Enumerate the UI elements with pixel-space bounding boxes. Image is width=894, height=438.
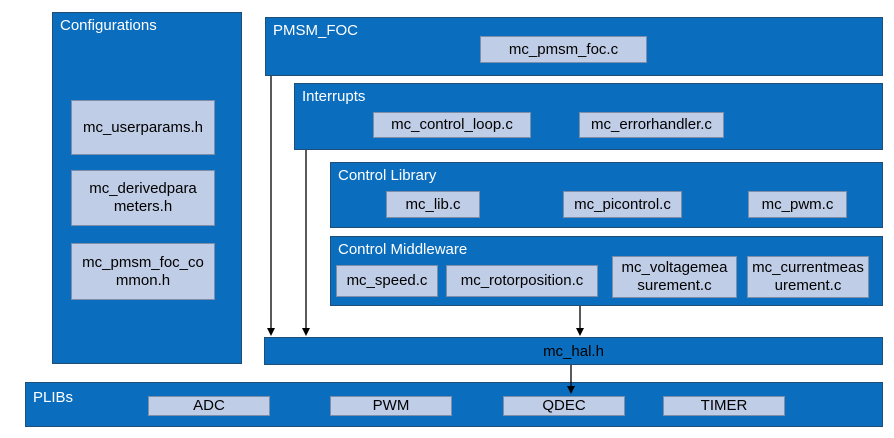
- file-label: mc_lib.c: [405, 195, 461, 213]
- plib-label: PWM: [372, 397, 410, 414]
- file-label: mc_currentmeasurement.c: [752, 259, 864, 294]
- file-mc-pmsm-foc-common[interactable]: mc_pmsm_foc_common.h: [71, 243, 215, 300]
- configurations-title: Configurations: [60, 17, 157, 34]
- file-mc-voltagemeasurement[interactable]: mc_voltagemeasurement.c: [612, 256, 737, 298]
- plib-timer[interactable]: TIMER: [663, 396, 785, 416]
- file-mc-userparams[interactable]: mc_userparams.h: [71, 100, 215, 155]
- plib-qdec[interactable]: QDEC: [503, 396, 625, 416]
- pmsm-foc-title: PMSM_FOC: [273, 22, 359, 39]
- file-label: mc_pmsm_foc.c: [508, 40, 619, 58]
- file-mc-errorhandler[interactable]: mc_errorhandler.c: [579, 112, 724, 138]
- plib-adc[interactable]: ADC: [148, 396, 270, 416]
- plib-label: QDEC: [542, 397, 586, 414]
- file-label: mc_control_loop.c: [391, 116, 513, 133]
- file-mc-control-loop[interactable]: mc_control_loop.c: [373, 112, 531, 138]
- file-label: mc_pwm.c: [761, 195, 834, 213]
- control-library-title: Control Library: [338, 167, 437, 184]
- file-label: mc_userparams.h: [82, 118, 204, 136]
- file-label: mc_pmsm_foc_common.h: [82, 253, 204, 289]
- plib-label: TIMER: [700, 397, 748, 414]
- file-mc-speed[interactable]: mc_speed.c: [336, 265, 438, 297]
- plib-pwm[interactable]: PWM: [330, 396, 452, 416]
- file-label: mc_speed.c: [346, 272, 428, 289]
- mc-hal-bar[interactable]: mc_hal.h: [264, 337, 883, 365]
- file-mc-pmsm-foc[interactable]: mc_pmsm_foc.c: [480, 36, 647, 63]
- file-mc-currentmeasurement[interactable]: mc_currentmeasurement.c: [747, 256, 869, 298]
- file-mc-picontrol[interactable]: mc_picontrol.c: [563, 191, 682, 218]
- file-mc-rotorposition[interactable]: mc_rotorposition.c: [446, 265, 598, 297]
- file-label: mc_picontrol.c: [574, 195, 671, 213]
- file-mc-lib[interactable]: mc_lib.c: [386, 191, 480, 218]
- file-label: mc_rotorposition.c: [460, 272, 584, 289]
- file-label: mc_voltagemeasurement.c: [621, 259, 728, 294]
- control-middleware-title: Control Middleware: [338, 241, 468, 258]
- file-label: mc_errorhandler.c: [591, 116, 712, 133]
- file-mc-pwm[interactable]: mc_pwm.c: [748, 191, 847, 218]
- mc-hal-label: mc_hal.h: [543, 342, 604, 360]
- plibs-title: PLIBs: [33, 389, 74, 406]
- file-label: mc_derivedparameters.h: [89, 180, 197, 215]
- interrupts-title: Interrupts: [302, 88, 366, 105]
- plib-label: ADC: [193, 397, 225, 414]
- file-mc-derivedparameters[interactable]: mc_derivedparameters.h: [71, 170, 215, 226]
